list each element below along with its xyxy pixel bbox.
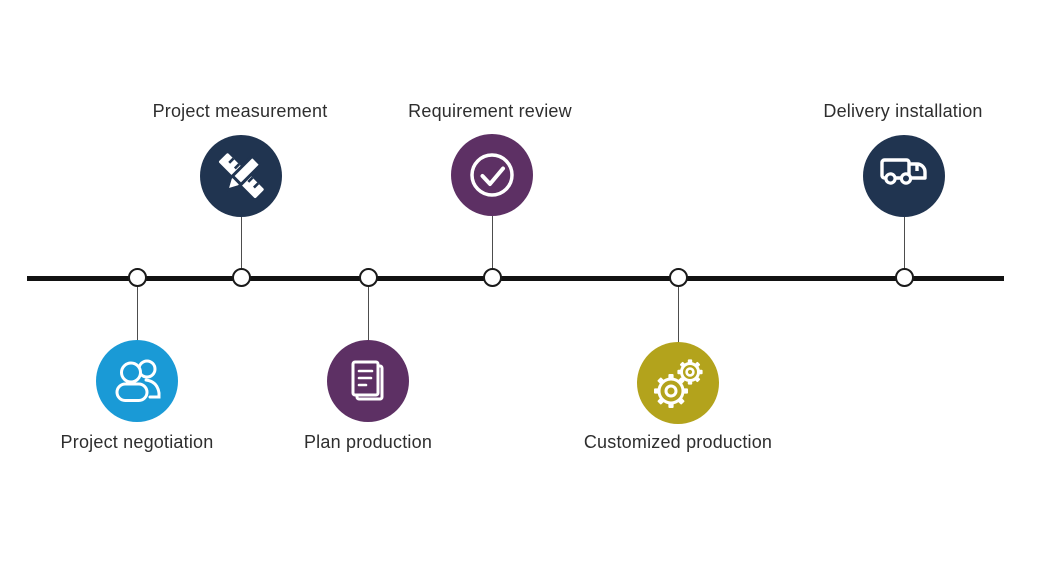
timeline-node xyxy=(359,268,378,287)
step-label: Project negotiation xyxy=(60,432,214,452)
ruler-pencil-icon xyxy=(200,135,282,217)
step-label: Customized production xyxy=(583,432,773,452)
people-icon xyxy=(96,340,178,422)
connector-line xyxy=(678,287,679,343)
timeline-node xyxy=(483,268,502,287)
step-label: Plan production xyxy=(303,432,433,452)
step-label: Requirement review xyxy=(408,101,572,121)
step-label: Project measurement xyxy=(152,101,328,121)
timeline-node xyxy=(128,268,147,287)
timeline-node xyxy=(895,268,914,287)
connector-line xyxy=(904,217,905,269)
connector-line xyxy=(241,217,242,269)
timeline-node xyxy=(669,268,688,287)
timeline-line xyxy=(27,276,1004,281)
connector-line xyxy=(137,287,138,341)
step-label: Delivery installation xyxy=(823,101,983,121)
truck-icon xyxy=(863,135,945,217)
timeline-node xyxy=(232,268,251,287)
connector-line xyxy=(368,287,369,341)
document-icon xyxy=(327,340,409,422)
check-circle-icon xyxy=(451,134,533,216)
gears-icon xyxy=(637,342,719,424)
connector-line xyxy=(492,216,493,269)
